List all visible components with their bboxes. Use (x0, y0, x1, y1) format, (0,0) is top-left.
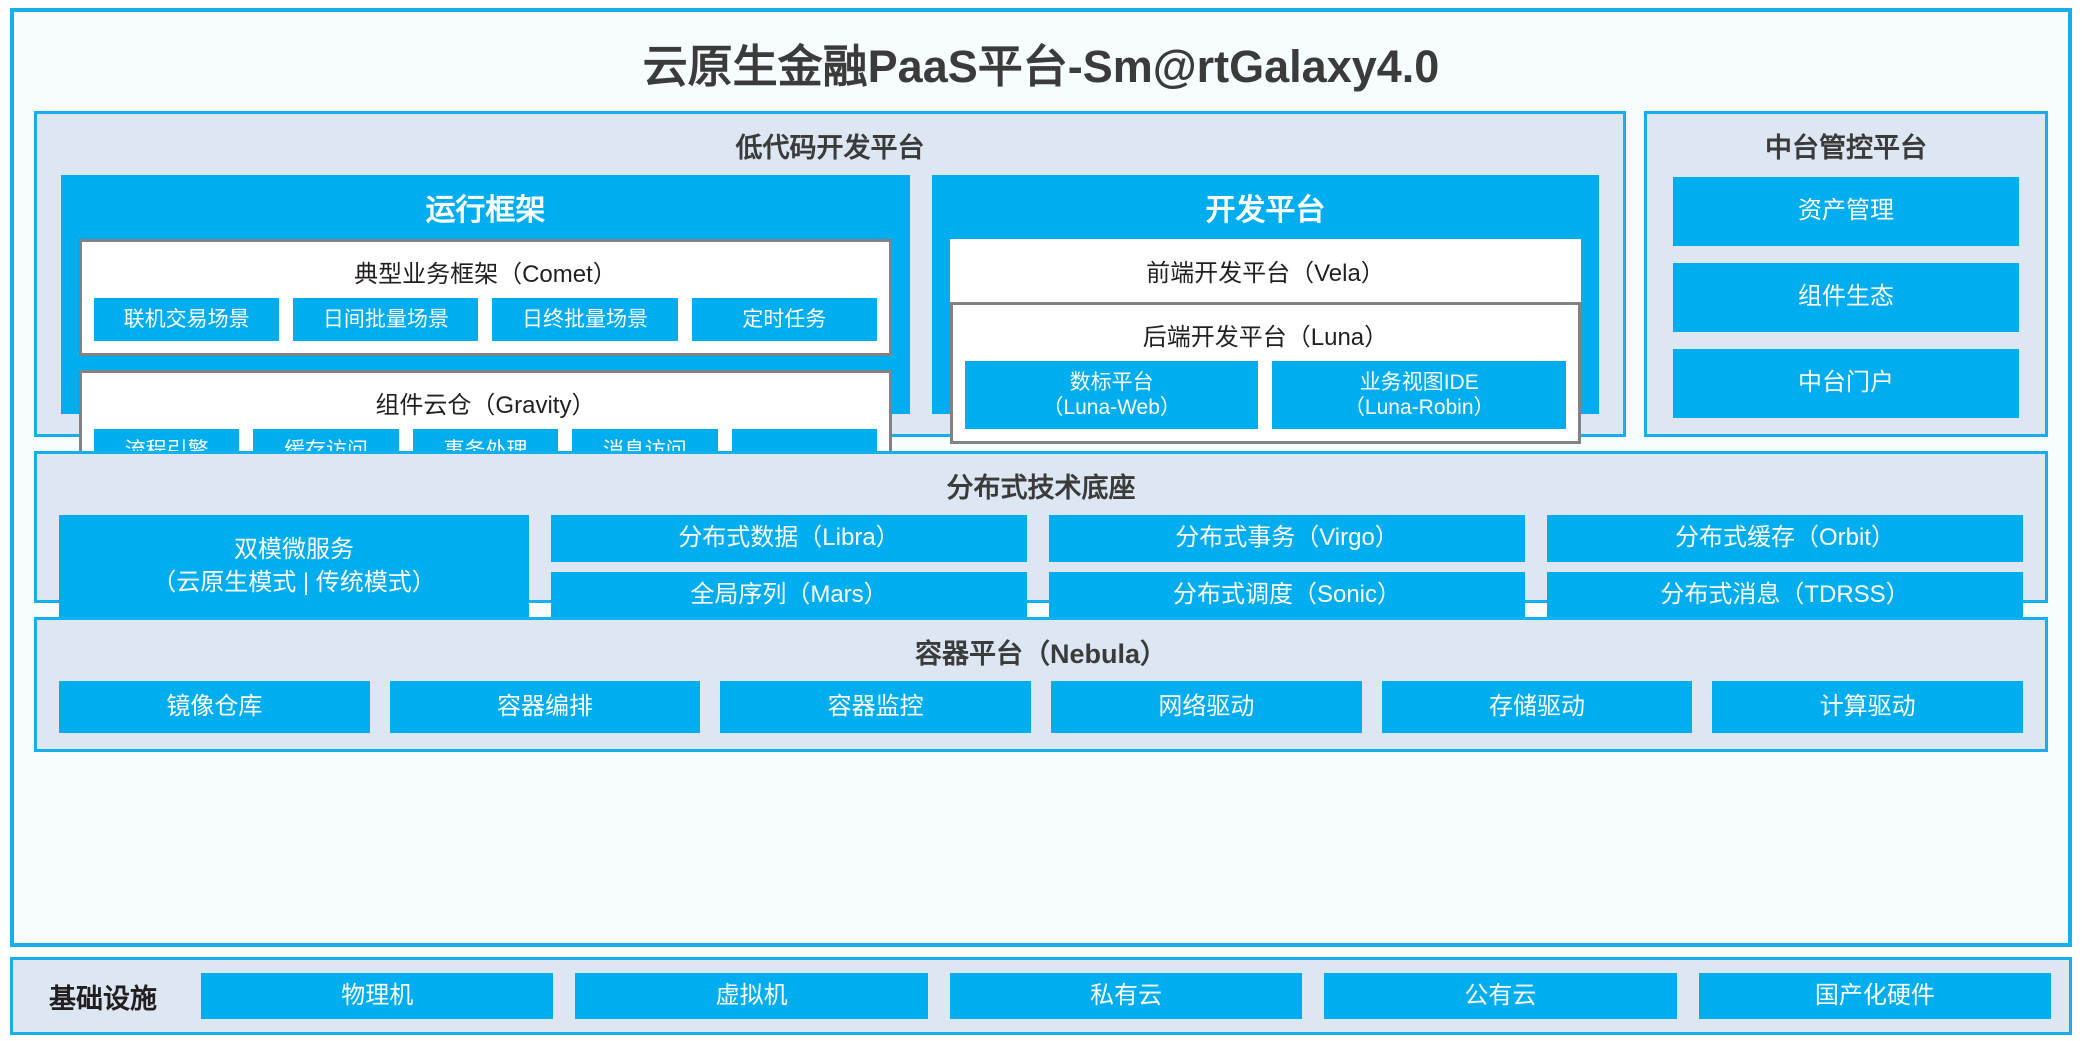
container-platform-body: 镜像仓库 容器编排 容器监控 网络驱动 存储驱动 计算驱动 (37, 681, 2045, 749)
frontend-dev-platform-vela[interactable]: 前端开发平台（Vela） (949, 239, 1581, 302)
mid-platform-chip-component-ecosystem[interactable]: 组件生态 (1673, 263, 2019, 332)
distributed-base-col-2: 分布式事务（Virgo） 分布式调度（Sonic） (1049, 515, 1525, 619)
luna-chip-row: 数标平台 （Luna-Web） 业务视图IDE （Luna-Robin） (964, 361, 1567, 430)
container-platform-panel: 容器平台（Nebula） 镜像仓库 容器编排 容器监控 网络驱动 存储驱动 计算… (34, 617, 2048, 752)
platform-main-card: 云原生金融PaaS平台-Sm@rtGalaxy4.0 低代码开发平台 运行框架 … (10, 8, 2072, 947)
backend-dev-platform-title: 后端开发平台（Luna） (1142, 324, 1389, 351)
distributed-base-title: 分布式技术底座 (946, 473, 1136, 503)
comet-chip-intraday-batch[interactable]: 日间批量场景 (293, 298, 479, 342)
mid-platform-chip-asset-management[interactable]: 资产管理 (1673, 177, 2019, 246)
lowcode-platform-panel: 低代码开发平台 运行框架 典型业务框架（Comet） 联机交易场景 日间批量场景… (34, 111, 1626, 488)
infra-chip-domestic-hardware[interactable]: 国产化硬件 (1698, 973, 2052, 1019)
distributed-base-col-3: 分布式缓存（Orbit） 分布式消息（TDRSS） (1547, 515, 2023, 619)
gravity-title: 组件云仓（Gravity） (375, 392, 596, 420)
comet-chip-online-transaction[interactable]: 联机交易场景 (94, 298, 280, 342)
distributed-base-col-microservice: 双模微服务 （云原生模式 | 传统模式） (59, 515, 529, 619)
comet-card: 典型业务框架（Comet） 联机交易场景 日间批量场景 日终批量场景 定时任务 (79, 239, 892, 357)
backend-dev-platform-luna-card: 后端开发平台（Luna） 数标平台 （Luna-Web） 业务视图IDE （Lu… (949, 302, 1581, 445)
dev-platform-title: 开发平台 (1205, 194, 1326, 227)
infra-chip-virtual-machine[interactable]: 虚拟机 (575, 973, 928, 1019)
distributed-base-panel: 分布式技术底座 双模微服务 （云原生模式 | 传统模式） 分布式数据（Libra… (34, 451, 2048, 619)
top-row: 低代码开发平台 运行框架 典型业务框架（Comet） 联机交易场景 日间批量场景… (34, 111, 2048, 488)
luna-chip-luna-web[interactable]: 数标平台 （Luna-Web） (964, 361, 1259, 430)
dist-chip-virgo[interactable]: 分布式事务（Virgo） (1049, 515, 1525, 562)
dist-chip-orbit[interactable]: 分布式缓存（Orbit） (1547, 515, 2023, 562)
infrastructure-label: 基础设施 (49, 983, 157, 1014)
dist-chip-libra[interactable]: 分布式数据（Libra） (551, 515, 1027, 562)
container-chip-storage-driver[interactable]: 存储驱动 (1381, 681, 1693, 733)
infra-chip-public-cloud[interactable]: 公有云 (1324, 973, 1677, 1019)
mid-platform-title: 中台管控平台 (1765, 133, 1927, 163)
container-chip-orchestration[interactable]: 容器编排 (389, 681, 701, 733)
dist-chip-dual-mode-microservice[interactable]: 双模微服务 （云原生模式 | 传统模式） (59, 515, 529, 619)
container-platform-title: 容器平台（Nebula） (914, 639, 1168, 669)
mid-platform-panel: 中台管控平台 资产管理 组件生态 中台门户 (1644, 111, 2048, 437)
runtime-framework-title: 运行框架 (425, 194, 546, 227)
comet-title: 典型业务框架（Comet） (354, 261, 617, 288)
page-title: 云原生金融PaaS平台-Sm@rtGalaxy4.0 (642, 41, 1440, 92)
infrastructure-panel: 基础设施 物理机 虚拟机 私有云 公有云 国产化硬件 (10, 957, 2072, 1035)
runtime-framework-block: 运行框架 典型业务框架（Comet） 联机交易场景 日间批量场景 日终批量场景 … (61, 175, 910, 488)
distributed-base-body: 双模微服务 （云原生模式 | 传统模式） 分布式数据（Libra） 全局序列（M… (37, 515, 2045, 635)
mid-platform-body: 资产管理 组件生态 中台门户 (1647, 175, 2045, 434)
container-chip-monitoring[interactable]: 容器监控 (720, 681, 1032, 733)
lowcode-platform-title: 低代码开发平台 (735, 133, 925, 163)
container-chip-image-registry[interactable]: 镜像仓库 (59, 681, 370, 733)
dev-platform-block: 开发平台 前端开发平台（Vela） 后端开发平台（Luna） 数标平台 （Lun… (931, 175, 1599, 445)
dist-chip-sonic[interactable]: 分布式调度（Sonic） (1049, 571, 1525, 619)
dist-chip-tdrss[interactable]: 分布式消息（TDRSS） (1547, 571, 2023, 619)
container-chip-compute-driver[interactable]: 计算驱动 (1712, 681, 2024, 733)
lowcode-platform-body: 运行框架 典型业务框架（Comet） 联机交易场景 日间批量场景 日终批量场景 … (37, 175, 1623, 488)
comet-chip-eod-batch[interactable]: 日终批量场景 (492, 298, 678, 342)
infra-chip-physical-machine[interactable]: 物理机 (201, 973, 554, 1019)
comet-chip-scheduled-task[interactable]: 定时任务 (691, 298, 877, 342)
distributed-base-col-1: 分布式数据（Libra） 全局序列（Mars） (551, 515, 1027, 619)
comet-chip-row: 联机交易场景 日间批量场景 日终批量场景 定时任务 (94, 298, 877, 342)
dist-chip-mars[interactable]: 全局序列（Mars） (551, 571, 1027, 619)
luna-chip-luna-robin[interactable]: 业务视图IDE （Luna-Robin） (1272, 361, 1567, 430)
container-chip-network-driver[interactable]: 网络驱动 (1051, 681, 1362, 733)
infra-chip-private-cloud[interactable]: 私有云 (949, 973, 1303, 1019)
mid-platform-chip-portal[interactable]: 中台门户 (1673, 349, 2019, 418)
